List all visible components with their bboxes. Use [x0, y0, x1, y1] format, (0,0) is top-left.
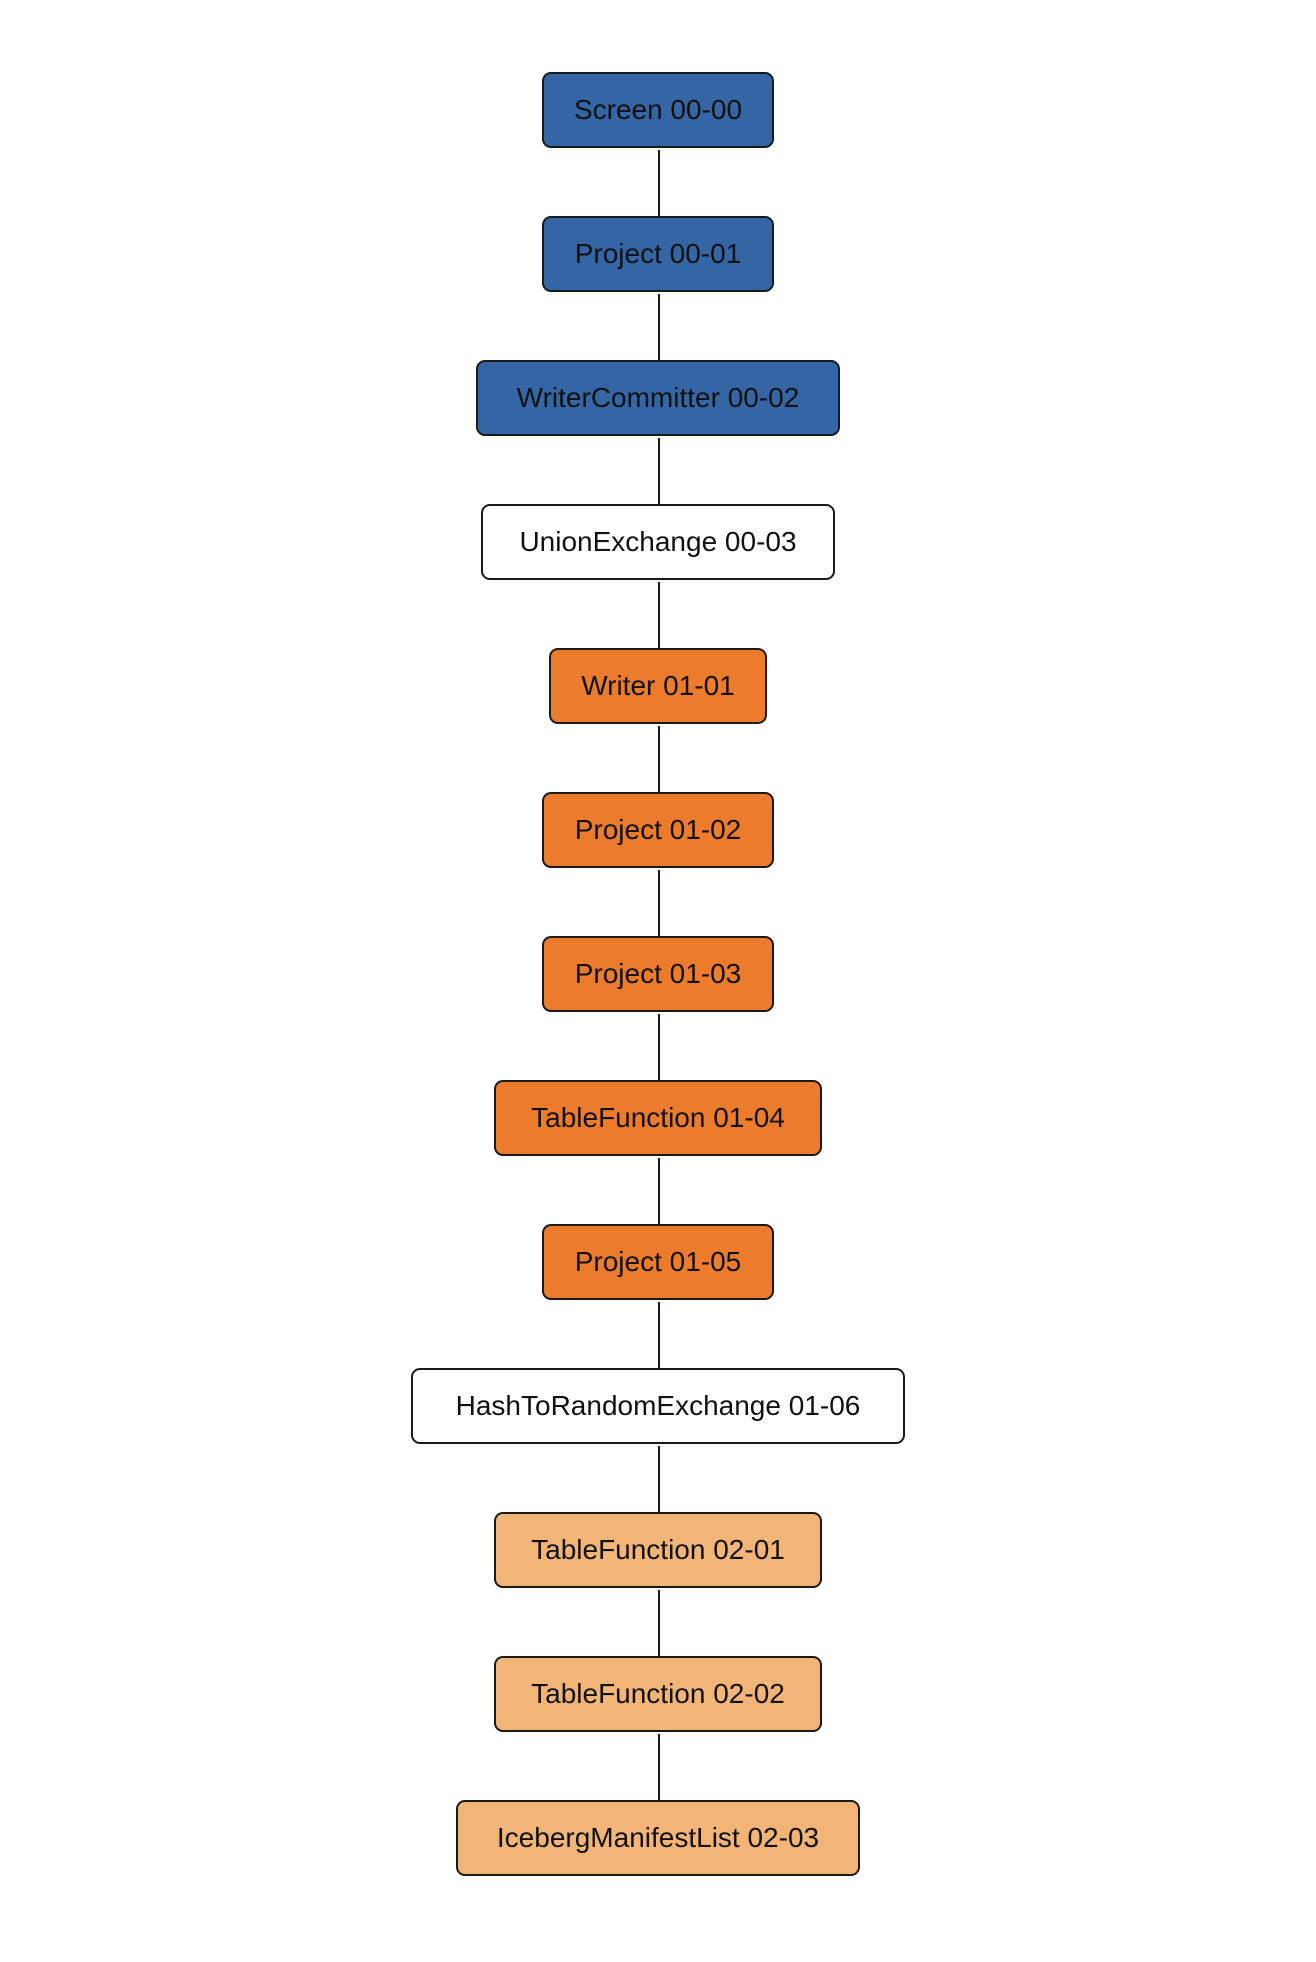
edge-line [658, 1734, 660, 1800]
operator-node-union-exchange[interactable]: UnionExchange 00-03 [481, 504, 835, 580]
operator-node-writer[interactable]: Writer 01-01 [549, 648, 767, 724]
edge-line [658, 1014, 660, 1080]
operator-node-screen[interactable]: Screen 00-00 [542, 72, 774, 148]
edge-line [658, 1302, 660, 1368]
operator-node-iceberg-manifest-list[interactable]: IcebergManifestList 02-03 [456, 1800, 860, 1876]
operator-node-writer-committer[interactable]: WriterCommitter 00-02 [476, 360, 840, 436]
operator-node-project[interactable]: Project 00-01 [542, 216, 774, 292]
operator-node-table-function[interactable]: TableFunction 01-04 [494, 1080, 822, 1156]
edge-line [658, 726, 660, 792]
operator-node-table-function[interactable]: TableFunction 02-01 [494, 1512, 822, 1588]
edge-line [658, 1590, 660, 1656]
operator-node-project[interactable]: Project 01-02 [542, 792, 774, 868]
edge-line [658, 582, 660, 648]
operator-node-project[interactable]: Project 01-05 [542, 1224, 774, 1300]
edge-line [658, 1158, 660, 1224]
operator-node-project[interactable]: Project 01-03 [542, 936, 774, 1012]
edge-line [658, 150, 660, 216]
operator-node-table-function[interactable]: TableFunction 02-02 [494, 1656, 822, 1732]
edge-line [658, 294, 660, 360]
operator-node-hash-to-random-exchange[interactable]: HashToRandomExchange 01-06 [411, 1368, 905, 1444]
edge-line [658, 1446, 660, 1512]
edge-line [658, 438, 660, 504]
edge-line [658, 870, 660, 936]
